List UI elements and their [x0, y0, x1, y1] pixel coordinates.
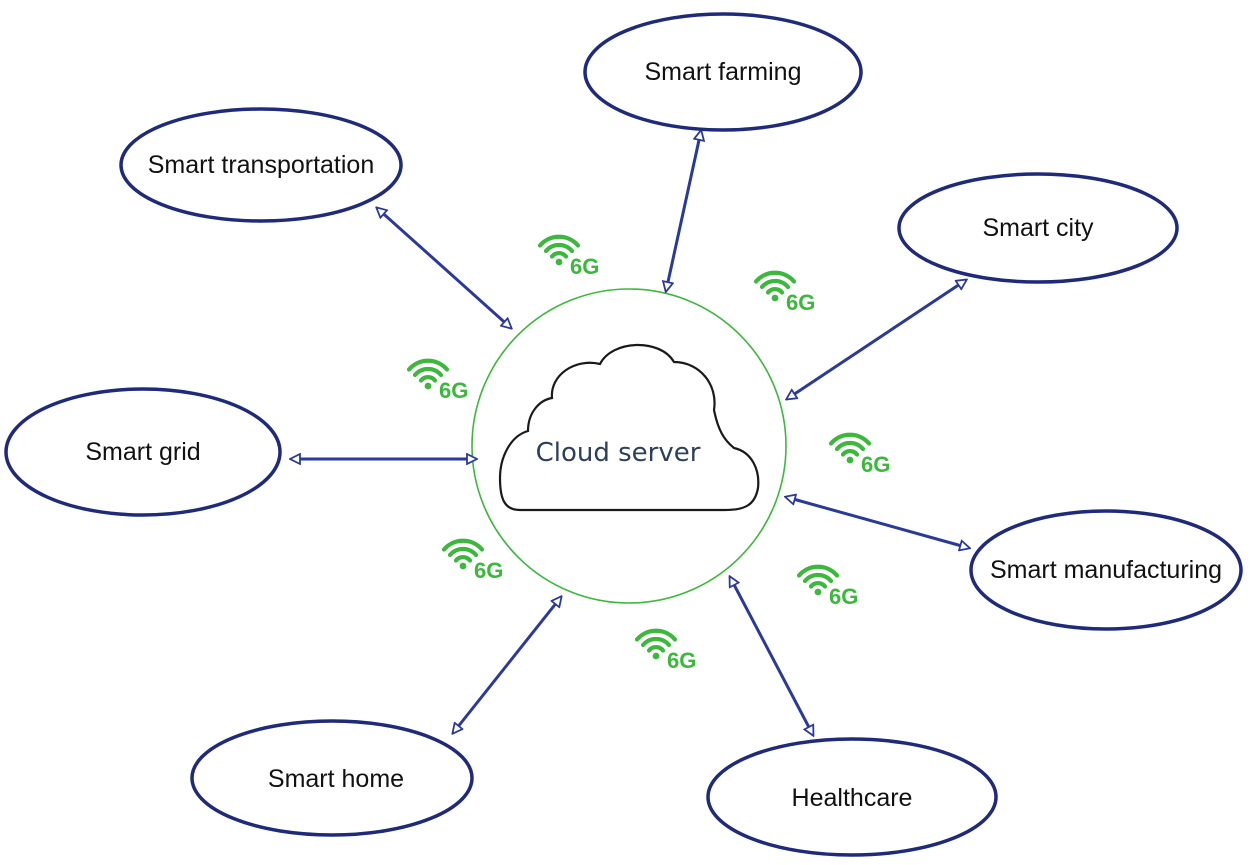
signal-6g: 6G — [831, 435, 890, 477]
arrow-smart-transportation — [377, 208, 511, 328]
cloud-server-label: Cloud server — [536, 438, 701, 468]
node-smart-grid: Smart grid — [4, 387, 282, 517]
signal-6g: 6G — [637, 631, 696, 673]
cloud-ring — [471, 288, 787, 604]
node-label: Healthcare — [792, 784, 913, 812]
signal-6g: 6G — [409, 361, 468, 403]
arrow-smart-city — [787, 280, 966, 399]
signal-label: 6G — [439, 378, 468, 403]
node-label: Smart grid — [85, 438, 200, 466]
signal-6g: 6G — [799, 567, 858, 609]
signal-6g: 6G — [444, 541, 503, 583]
node-healthcare: Healthcare — [706, 737, 998, 857]
signal-label: 6G — [474, 558, 503, 583]
signal-label: 6G — [667, 648, 696, 673]
node-smart-manufacturing: Smart manufacturing — [969, 509, 1243, 631]
node-label: Smart farming — [645, 58, 802, 86]
node-label: Smart city — [982, 214, 1094, 242]
arrow-smart-home — [453, 597, 561, 733]
node-smart-transportation: Smart transportation — [119, 107, 403, 223]
signal-label: 6G — [786, 290, 815, 315]
arrow-smart-manufacturing — [786, 497, 969, 548]
signal-label: 6G — [829, 584, 858, 609]
arrow-smart-farming — [666, 131, 701, 291]
node-label: Smart transportation — [148, 151, 375, 179]
node-label: Smart home — [268, 765, 404, 793]
signal-6g: 6G — [540, 237, 599, 279]
signal-label: 6G — [570, 254, 599, 279]
signal-6g: 6G — [756, 273, 815, 315]
node-label: Smart manufacturing — [990, 556, 1222, 584]
node-smart-farming: Smart farming — [583, 12, 863, 132]
node-smart-city: Smart city — [897, 172, 1179, 284]
node-smart-home: Smart home — [190, 719, 474, 837]
cloud-icon — [498, 343, 760, 512]
signal-label: 6G — [861, 452, 890, 477]
arrow-healthcare — [730, 577, 813, 735]
